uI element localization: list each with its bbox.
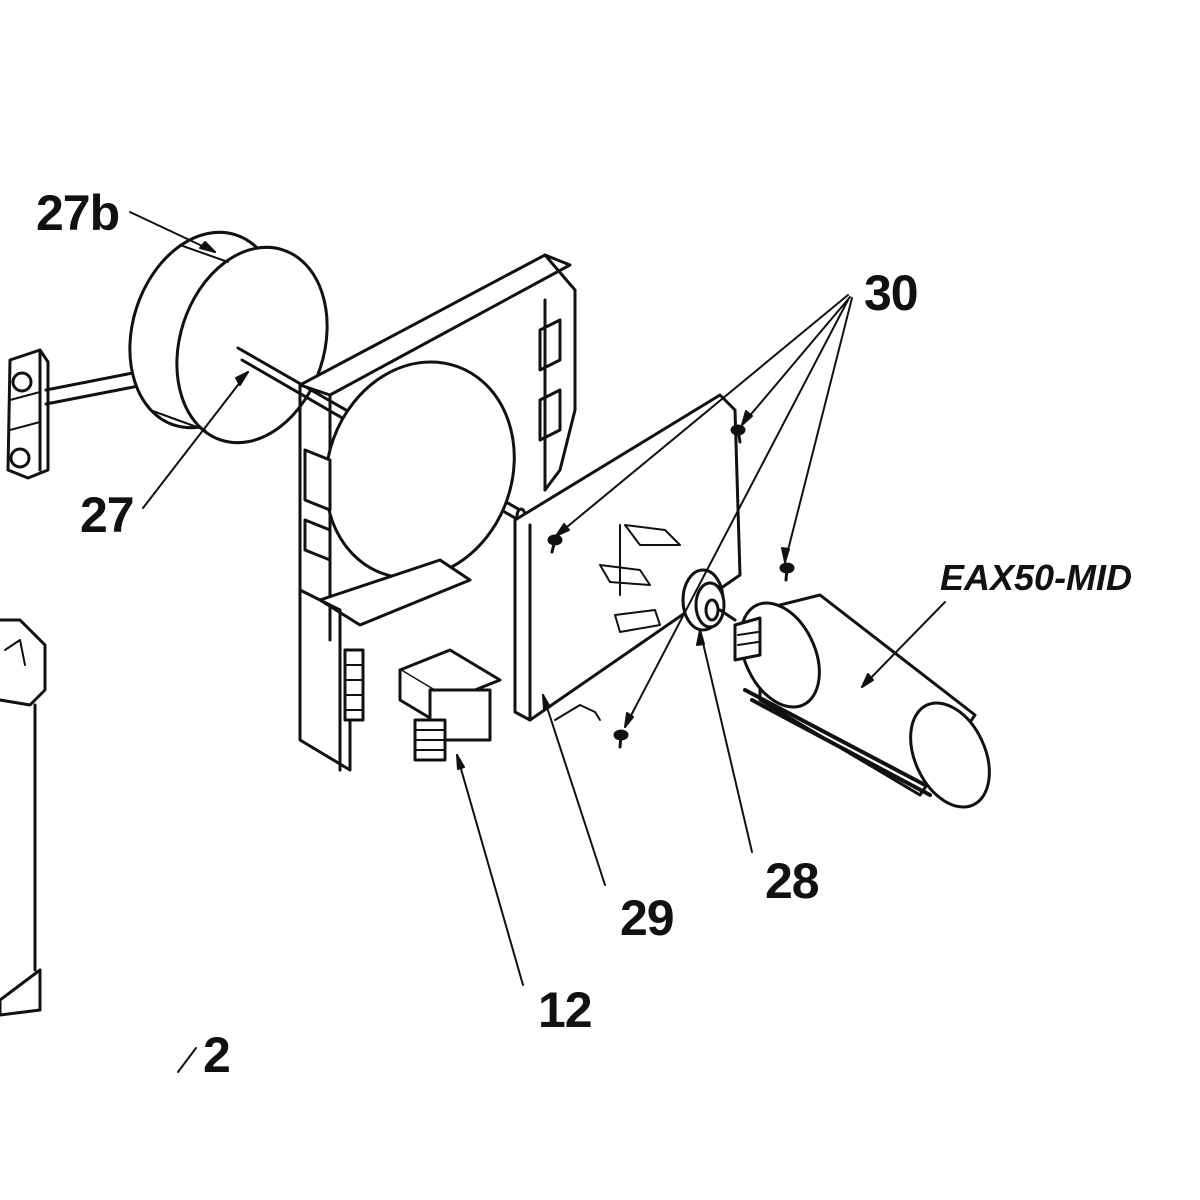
side-frame-2 (0, 620, 45, 1015)
callout-30: 30 (864, 265, 919, 321)
callout-27b: 27b (36, 185, 120, 241)
switch-12 (400, 650, 500, 760)
motor-housing-frame (296, 255, 575, 770)
callout-12: 12 (538, 982, 593, 1038)
leader-lines (129, 211, 946, 1073)
callout-27: 27 (80, 487, 135, 543)
callout-2: 2 (203, 1027, 231, 1083)
motor-eax50-mid (725, 590, 1005, 819)
mounting-plate-29 (515, 395, 740, 720)
hub-28 (683, 570, 735, 630)
callout-28: 28 (765, 853, 820, 909)
callout-29: 29 (620, 890, 675, 946)
model-label-eax50-mid: EAX50-MID (940, 557, 1133, 598)
hinge-bracket (8, 350, 48, 478)
pulley-27b (106, 213, 352, 463)
